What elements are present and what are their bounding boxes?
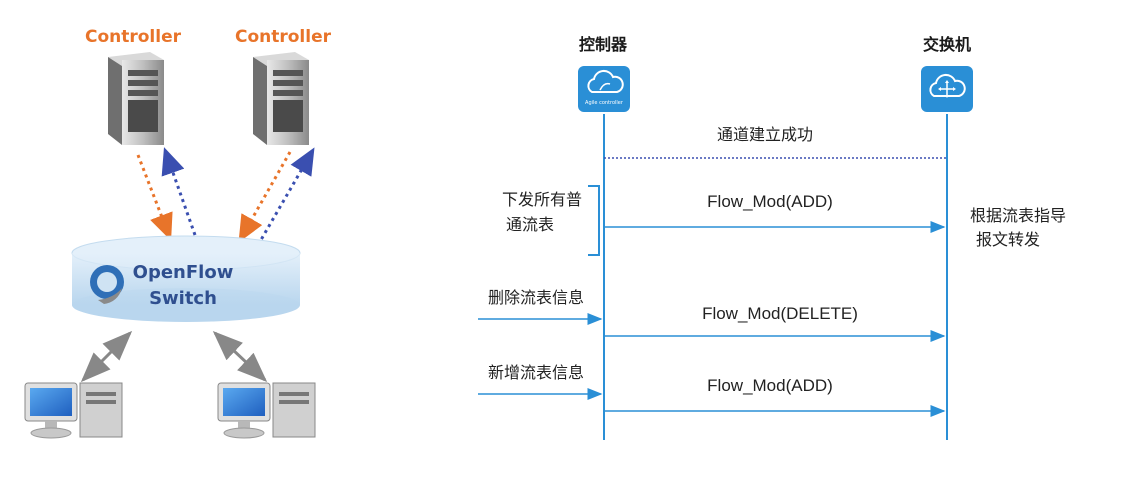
controller-icon-caption: Agile controller: [585, 100, 624, 106]
switch-to-controller2-link: [256, 147, 315, 246]
cloud-controller-icon: [578, 66, 630, 112]
openflow-logo-icon: [90, 265, 124, 304]
controller2-to-switch-link: [238, 151, 292, 243]
step1-label-line1: 下发所有普: [502, 190, 582, 209]
switch-device-icon: [921, 66, 973, 112]
controller-title: 控制器: [579, 35, 628, 54]
controller-label-1: Controller: [85, 27, 182, 47]
controller1-to-switch-link: [136, 154, 173, 241]
server-icon: [108, 52, 164, 145]
step1-label-line2: 通流表: [506, 215, 554, 234]
computer-icon: [24, 382, 123, 439]
channel-established-label: 通道建立成功: [717, 125, 813, 144]
step2-message: Flow_Mod(DELETE): [702, 304, 858, 323]
step3-message: Flow_Mod(ADD): [707, 376, 833, 395]
switch-to-controller1-link: [161, 147, 197, 236]
switch-to-pc1-link: [80, 330, 133, 383]
step3-label: 新增流表信息: [488, 363, 584, 382]
step2-label: 删除流表信息: [488, 288, 584, 307]
computer-icon: [217, 382, 316, 439]
step1-message: Flow_Mod(ADD): [707, 192, 833, 211]
switch-label-line2: Switch: [149, 288, 217, 309]
switch-note-line2: 报文转发: [976, 230, 1040, 249]
step1-bracket: [588, 185, 600, 256]
switch-to-pc2-link: [212, 330, 268, 383]
openflow-switch: [71, 235, 301, 322]
switch-label-line1: OpenFlow: [133, 262, 234, 283]
switch-note-line1: 根据流表指导: [970, 206, 1066, 225]
controller-label-2: Controller: [235, 27, 332, 47]
switch-title: 交换机: [923, 35, 971, 54]
server-icon: [253, 52, 309, 145]
